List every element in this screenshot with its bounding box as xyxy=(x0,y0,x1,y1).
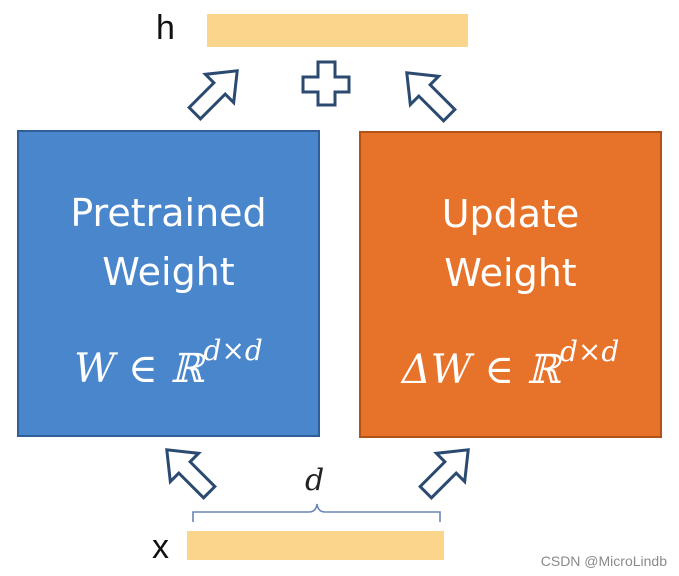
pretrained-formula-main: W ∈ ℝ xyxy=(74,346,204,392)
pretrained-weight-title: Pretrained Weight xyxy=(70,191,267,294)
dimension-d-label: d xyxy=(305,463,325,498)
watermark: CSDN @MicroLindb xyxy=(540,553,667,569)
output-h-vector xyxy=(207,14,468,47)
update-formula-sup: d×d xyxy=(559,335,620,368)
arrow-pretrained-to-h-icon xyxy=(187,69,239,121)
pretrained-formula-sup: d×d xyxy=(203,334,263,367)
dimension-brace xyxy=(192,503,441,522)
output-h-label: h xyxy=(156,9,175,47)
pretrained-weight-formula: W ∈ ℝd×d xyxy=(19,334,318,392)
plus-icon xyxy=(301,60,351,107)
update-weight-title: Update Weight xyxy=(441,192,580,295)
update-formula-main: ΔW ∈ ℝ xyxy=(401,347,560,393)
arrow-update-to-h-icon xyxy=(405,71,457,123)
input-x-label: x xyxy=(152,528,169,566)
arrow-x-to-update-icon xyxy=(418,448,470,500)
input-x-vector xyxy=(187,531,444,560)
pretrained-weight-block: Pretrained Weight W ∈ ℝd×d xyxy=(17,130,320,437)
update-weight-formula: ΔW ∈ ℝd×d xyxy=(361,335,660,393)
update-weight-block: Update Weight ΔW ∈ ℝd×d xyxy=(359,131,662,438)
arrow-x-to-pretrained-icon xyxy=(165,448,217,500)
